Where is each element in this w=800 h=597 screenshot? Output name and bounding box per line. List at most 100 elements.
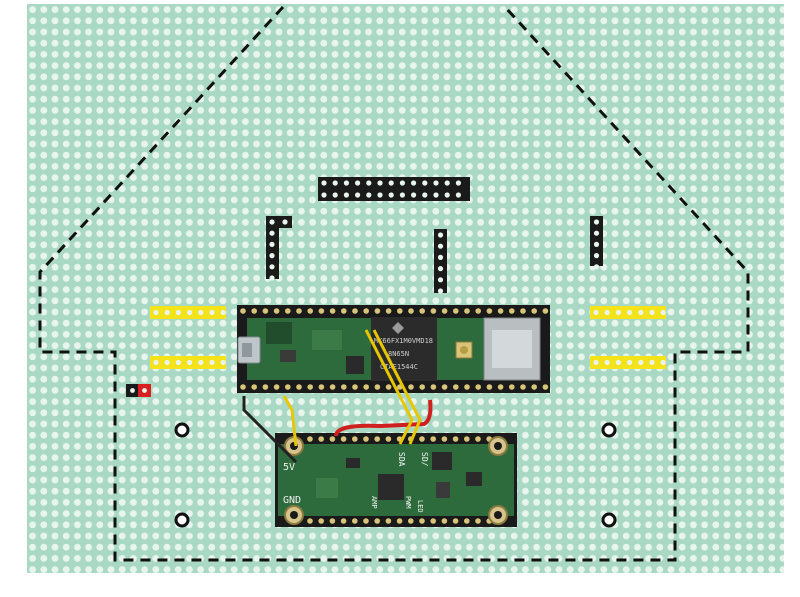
pin-hole (497, 308, 504, 314)
pin-hole (408, 518, 414, 524)
mcu-chip-text-3: CTAE1544C (380, 363, 418, 371)
wires (242, 329, 433, 464)
pin-hole (343, 180, 349, 186)
pin-hole (464, 384, 470, 390)
pin-hole (604, 309, 610, 316)
pin-hole (475, 436, 481, 442)
pin-hole (374, 384, 381, 390)
pin-hole (343, 192, 349, 198)
yellow-header-left-top (150, 306, 226, 319)
pin-hole (321, 180, 327, 186)
pin-hole (374, 436, 381, 442)
pin-hole (430, 384, 437, 390)
pin-hole (269, 219, 275, 225)
pin-hole (198, 359, 204, 366)
amp-component-4 (316, 478, 338, 498)
pin-hole (441, 436, 448, 442)
pin-hole (593, 219, 600, 225)
pin-hole (187, 359, 193, 366)
pin-hole (251, 384, 257, 390)
pin-hole (307, 518, 313, 524)
pin-hole (366, 192, 372, 198)
pin-hole (269, 275, 275, 281)
pin-hole (153, 309, 159, 316)
pin-hole (542, 384, 549, 390)
manufacturer-logo (392, 322, 404, 334)
pin-hole (638, 309, 644, 316)
pin-hole (422, 180, 428, 186)
mcu-chip (371, 317, 437, 381)
pin-hole (240, 384, 246, 390)
pin-hole (444, 180, 450, 186)
pin-hole (318, 384, 325, 390)
teensy-component-3 (346, 356, 364, 374)
teensy-board: MK66FX1M0VMD18 8N65N CTAE1544C (237, 305, 550, 393)
label-amp: AMP (370, 496, 378, 509)
label-pwm: PWM (404, 496, 412, 509)
wire-yellow-left (282, 395, 298, 447)
pin-hole (531, 308, 537, 314)
pin-hole (321, 192, 327, 198)
pin-hole (419, 518, 425, 524)
pin-hole (352, 518, 358, 524)
pin-hole (269, 264, 275, 270)
pin-hole (340, 436, 347, 442)
pin-hole (329, 308, 336, 314)
pin-hole (220, 309, 226, 316)
wire-yellow-1 (364, 329, 414, 445)
pin-hole (307, 308, 314, 314)
pin-hole (396, 518, 403, 524)
pin-hole (355, 192, 361, 198)
pin-hole (649, 359, 655, 366)
pin-hole (240, 308, 246, 314)
pin-hole (352, 436, 358, 442)
pin-hole (385, 518, 392, 524)
pin-hole (251, 308, 257, 314)
pin-hole (430, 518, 437, 524)
pin-hole (363, 384, 370, 390)
pin-hole (273, 384, 280, 390)
amp-chip (378, 474, 404, 500)
pin-hole (175, 359, 181, 366)
pin-hole (262, 308, 269, 314)
pin-hole (437, 254, 444, 260)
pin-hole (363, 436, 369, 442)
pin-hole (411, 180, 417, 186)
pin-hole (385, 308, 392, 314)
pin-hole (452, 436, 459, 442)
pin-hole (198, 309, 204, 316)
pin-hole (318, 518, 325, 524)
pin-hole (366, 180, 372, 186)
pin-hole (385, 436, 392, 442)
pin-hole (453, 384, 459, 390)
pin-hole (352, 308, 358, 314)
pin-hole (437, 277, 444, 283)
pin-hole (388, 192, 394, 198)
mounting-hole-bottom-right (601, 512, 617, 528)
pin-hole (307, 384, 314, 390)
pin-hole (377, 192, 383, 198)
pin-hole (430, 436, 437, 442)
pin-hole (363, 308, 370, 314)
pin-hole (307, 436, 313, 442)
pin-hole (209, 359, 215, 366)
pin-hole (593, 264, 600, 270)
pin-hole (374, 518, 381, 524)
pin-hole (388, 180, 394, 186)
label-sd: SD/ (420, 452, 429, 467)
mounting-hole-top-left (174, 422, 190, 438)
pin-hole (422, 192, 428, 198)
pin-hole (374, 308, 381, 314)
pin-hole (341, 308, 347, 314)
pin-hole (452, 518, 459, 524)
teensy-component (266, 322, 292, 344)
pin-hole (332, 192, 338, 198)
pin-hole (593, 241, 600, 247)
pin-hole (397, 308, 403, 314)
pin-hole (475, 308, 482, 314)
amp-component (432, 452, 452, 470)
pin-hole (175, 309, 181, 316)
enclosure-outline (38, 5, 750, 562)
pin-hole (419, 436, 425, 442)
